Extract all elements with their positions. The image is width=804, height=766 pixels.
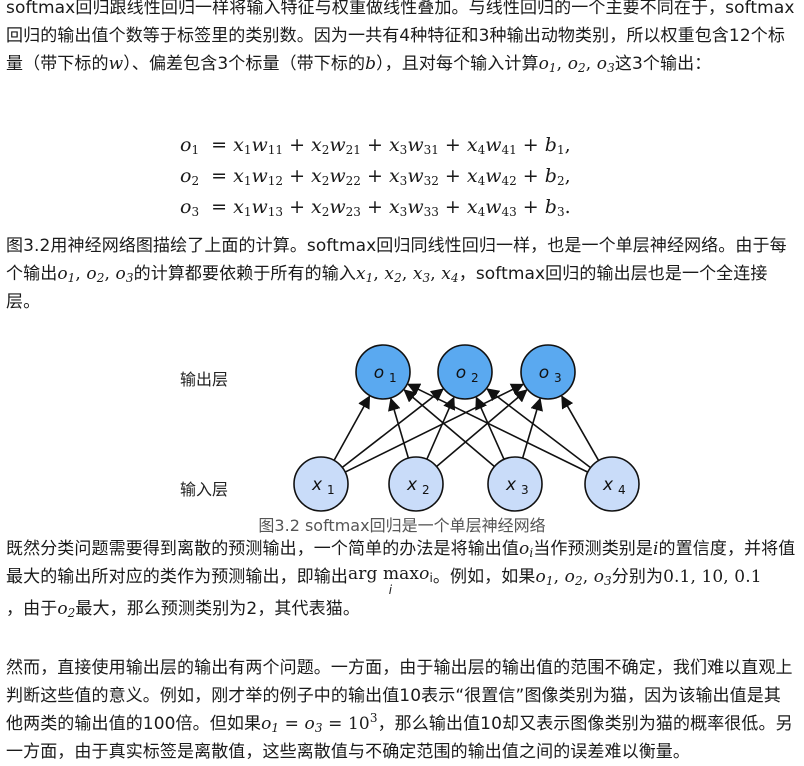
equation-o2: o2 = x1w12 + x2w22 + x3w32 + x4w42 + b2, <box>180 165 571 188</box>
svg-text:2: 2 <box>471 371 479 385</box>
equation-o1: o1 = x1w11 + x2w21 + x3w31 + x4w41 + b1, <box>180 134 571 157</box>
svg-text:2: 2 <box>422 483 430 497</box>
svg-text:x: x <box>505 475 517 495</box>
p2-math-outputs: o1, o2, o3 <box>57 264 134 285</box>
edge-x2-o2 <box>426 396 456 460</box>
svg-text:3: 3 <box>521 483 529 497</box>
p1-math-w: w <box>108 54 124 74</box>
p4-text-a: 然而，直接使用输出层的输出有两个问题。一方面，由于输出层的输出值的范围不确定，我… <box>6 658 793 734</box>
svg-text:3: 3 <box>554 371 562 385</box>
p3-math-oi: oi <box>519 539 534 560</box>
p4-math-o1-o3: o1 = o3 <box>261 714 323 735</box>
p4-text-b: ，那么输出值10却又表示图像类别为猫的概率很低。另一方面，由于真实标签是离散值，… <box>6 714 793 762</box>
p3-text-d: 。例如，如果 <box>432 567 536 587</box>
p1-text-c: ），且对每个输入计算 <box>376 54 539 74</box>
p1-math-b: b <box>365 54 377 74</box>
p2-math-inputs: x1, x2, x3, x4 <box>355 264 459 285</box>
paragraph-4: 然而，直接使用输出层的输出有两个问题。一方面，由于输出层的输出值的范围不确定，我… <box>6 654 798 766</box>
svg-text:o: o <box>374 363 384 383</box>
p3-text-g: 最大，那么预测类别为2，其代表猫。 <box>75 599 360 619</box>
p3-text-f: ，由于 <box>6 599 58 619</box>
p1-text-a: softmax回归跟线性回归一样将输入特征与权重做线性叠加。与线性回归的一个主要… <box>6 0 795 74</box>
output-layer-label: 输出层 <box>180 370 229 389</box>
p1-text-b: ）、偏差包含3个标量（带下标的 <box>123 54 366 74</box>
p3-text-a: 既然分类问题需要得到离散的预测输出，一个简单的办法是将输出值 <box>6 539 519 559</box>
edge-x2-o3 <box>436 389 528 468</box>
p1-text-d: 这3个输出： <box>614 54 712 74</box>
edge-x1-o2 <box>341 388 444 469</box>
edge-x2-o1 <box>388 397 410 459</box>
equation-block: o1 = x1w11 + x2w21 + x3w31 + x4w41 + b1,… <box>180 130 680 223</box>
p2-text-b: 的计算都要依赖于所有的输入 <box>133 264 356 284</box>
p3-math-outputs: o1, o2, o3 <box>535 567 612 588</box>
edge-x4-o3 <box>561 395 600 461</box>
p3-text-b: 当作预测类别是 <box>533 539 653 559</box>
svg-text:o: o <box>539 363 549 383</box>
p4-math-pow: = 103 <box>328 711 378 734</box>
edge-x4-o2 <box>486 388 592 469</box>
paragraph-1: softmax回归跟线性回归一样将输入特征与权重做线性叠加。与线性回归的一个主要… <box>6 0 798 78</box>
svg-text:x: x <box>311 475 323 495</box>
input-layer-label: 输入层 <box>180 480 229 499</box>
svg-text:x: x <box>602 475 614 495</box>
p3-text-e: 分别为 <box>611 567 664 587</box>
paragraph-3: 既然分类问题需要得到离散的预测输出，一个简单的办法是将输出值oi当作预测类别是i… <box>6 535 798 623</box>
figure-caption: 图3.2 softmax回归是一个单层神经网络 <box>258 516 546 535</box>
equation-o3: o3 = x1w13 + x2w23 + x3w33 + x4w43 + b3. <box>180 196 571 219</box>
p3-math-vals: 0.1, 10, 0.1 <box>663 567 762 587</box>
edge-x4-o1 <box>407 383 589 473</box>
svg-text:x: x <box>406 475 418 495</box>
p1-math-outputs: o1, o2, o3 <box>538 54 615 75</box>
network-edges <box>333 383 600 473</box>
p3-math-i: i <box>653 539 659 559</box>
paragraph-2: 图3.2用神经网络图描绘了上面的计算。softmax回归同线性回归一样，也是一个… <box>6 232 798 316</box>
p2-text-c: ，softmax回归的输出层也是一个全连接层。 <box>6 264 768 312</box>
edge-x3-o1 <box>403 389 495 468</box>
p3-math-o2: o2 <box>57 599 76 620</box>
p3-text-c: 的置信度，并将值最大的输出所对应的类作为预测输出，即输出 <box>6 539 796 587</box>
p2-text-a: 图3.2用神经网络图描绘了上面的计算。softmax回归同线性回归一样，也是一个… <box>6 236 787 284</box>
edge-x3-o3 <box>521 397 543 459</box>
edge-x3-o2 <box>475 396 505 460</box>
svg-text:o: o <box>456 363 466 383</box>
svg-text:4: 4 <box>618 483 626 497</box>
svg-text:1: 1 <box>389 371 397 385</box>
svg-text:1: 1 <box>327 483 335 497</box>
edge-x1-o1 <box>333 395 371 461</box>
